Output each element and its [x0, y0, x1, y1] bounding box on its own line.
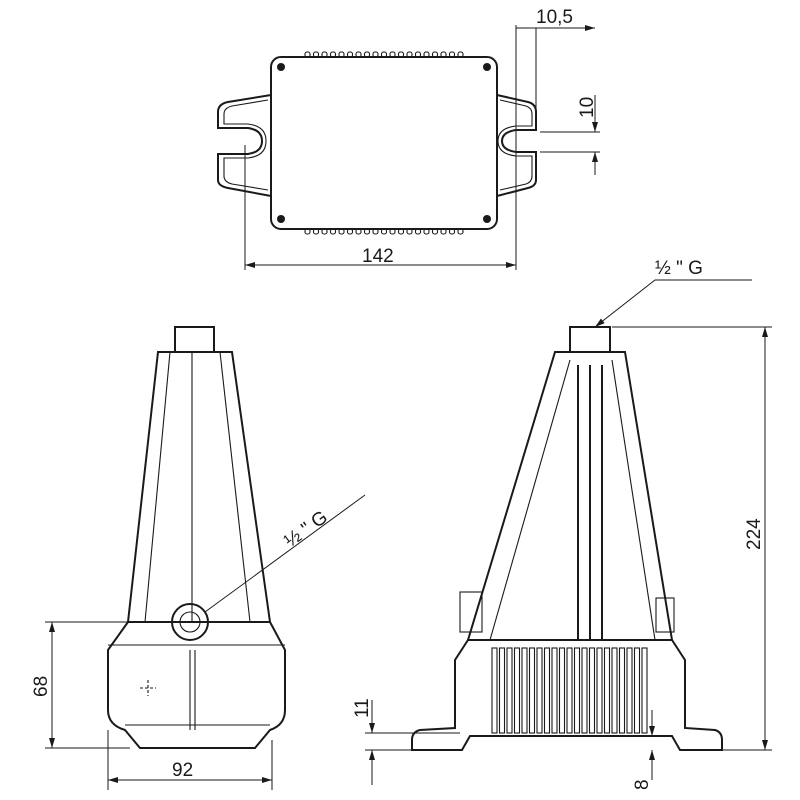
cooling-rib	[423, 51, 430, 58]
outlet-stub	[174, 326, 215, 353]
left-mounting-tab	[217, 94, 272, 197]
cooling-rib	[406, 228, 413, 235]
cooling-rib	[346, 51, 354, 58]
dim-68: 68	[31, 676, 52, 697]
screw-icon	[277, 215, 285, 223]
dim-92: 92	[172, 760, 193, 781]
cooling-rib	[397, 51, 405, 58]
top-view	[217, 51, 537, 235]
cooling-rib	[521, 647, 528, 734]
cooling-rib	[338, 51, 345, 58]
screw-icon	[483, 215, 491, 223]
side-dimensions: ½ " G 224 11 8	[352, 258, 772, 790]
cooling-rib	[355, 228, 362, 235]
cooling-rib	[611, 647, 618, 734]
dim-224: 224	[744, 518, 765, 550]
cooling-rib	[603, 647, 611, 734]
cooling-rib	[321, 51, 328, 58]
cooling-rib	[626, 647, 633, 734]
label-side-thread: ½ " G	[655, 258, 703, 279]
cooling-rib	[457, 51, 464, 58]
dim-10: 10	[577, 97, 598, 118]
cooling-rib	[491, 647, 498, 734]
cooling-rib	[372, 228, 379, 235]
cooling-rib	[440, 51, 447, 58]
cooling-rib	[363, 51, 371, 58]
cooling-rib	[423, 228, 430, 235]
cooling-rib	[448, 228, 456, 235]
cooling-rib	[558, 647, 566, 734]
cooling-rib	[414, 228, 422, 235]
side-view	[411, 326, 723, 751]
cooling-rib	[406, 51, 413, 58]
cooling-rib	[498, 647, 506, 734]
front-dimensions: 68 92	[31, 621, 273, 790]
cooling-rib	[431, 228, 439, 235]
cooling-rib	[448, 51, 456, 58]
cooling-rib	[389, 228, 396, 235]
cooling-rib	[588, 647, 596, 734]
cooling-rib	[329, 51, 337, 58]
cooling-rib	[596, 647, 603, 734]
dim-8: 8	[632, 779, 653, 790]
cooling-rib	[389, 51, 396, 58]
base-ribs	[491, 647, 648, 734]
cooling-rib	[618, 647, 626, 734]
cooling-rib	[457, 228, 464, 235]
cooling-rib	[536, 647, 543, 734]
cooling-rib	[380, 228, 388, 235]
cooling-rib	[312, 228, 320, 235]
cooling-rib	[528, 647, 536, 734]
cooling-rib	[372, 51, 379, 58]
cooling-rib	[363, 228, 371, 235]
cooling-rib	[633, 647, 641, 734]
cooling-rib	[346, 228, 354, 235]
label-front-thread: ½ " G	[281, 507, 332, 552]
front-view: ½ " G	[107, 326, 366, 749]
dim-11: 11	[352, 698, 373, 718]
cooling-rib	[440, 228, 447, 235]
screw-icon	[277, 63, 285, 71]
base	[107, 621, 286, 749]
top-dimensions: 142 10,5 10	[244, 7, 600, 270]
cooling-rib	[506, 647, 513, 734]
cooling-rib	[304, 51, 311, 58]
cooling-rib	[513, 647, 521, 734]
outlet-stub	[569, 326, 611, 353]
dim-142: 142	[362, 246, 394, 267]
cooling-rib	[551, 647, 558, 734]
cooling-rib	[312, 51, 320, 58]
dim-10-5: 10,5	[536, 7, 573, 28]
cooling-rib	[414, 51, 422, 58]
cooling-rib	[329, 228, 337, 235]
cooling-rib	[581, 647, 588, 734]
cooling-rib	[431, 51, 439, 58]
cooling-rib	[380, 51, 388, 58]
cooling-rib	[641, 647, 648, 734]
cooling-rib	[543, 647, 551, 734]
right-mounting-tab	[496, 94, 537, 197]
cooling-rib	[566, 647, 573, 734]
cooling-rib	[321, 228, 328, 235]
cooling-rib	[338, 228, 345, 235]
cooling-rib	[573, 647, 581, 734]
housing-outline	[270, 56, 498, 230]
cooling-rib	[397, 228, 405, 235]
base	[411, 639, 723, 751]
cooling-rib	[304, 228, 311, 235]
top-ribs	[304, 51, 464, 235]
screw-icon	[483, 63, 491, 71]
cooling-rib	[355, 51, 362, 58]
